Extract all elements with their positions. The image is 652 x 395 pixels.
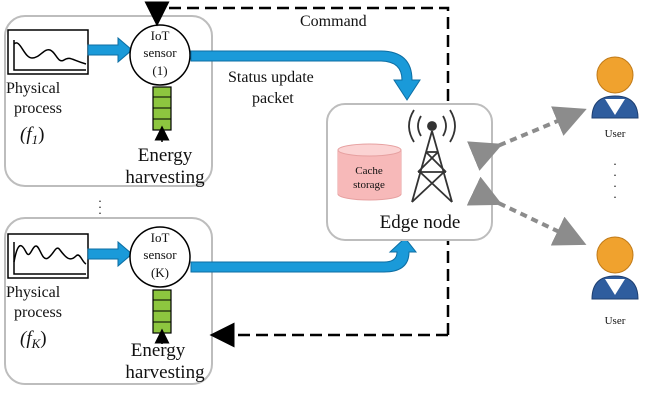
user-1-label: User <box>605 128 626 140</box>
battery-icon <box>152 289 172 334</box>
physical-process-1-label-line1: Physical <box>6 80 61 97</box>
edge-node-label: Edge node <box>380 212 461 233</box>
waveform-icon <box>7 29 89 75</box>
user-ellipsis-3: . <box>613 175 616 190</box>
iot-sensor-k-node <box>129 226 191 288</box>
process-to-sensor-1-arrow <box>87 36 133 64</box>
group-ellipsis-mid: . <box>98 196 101 211</box>
sensor-group-1-box <box>4 15 213 187</box>
status-update-label-line2: packet <box>252 90 294 107</box>
iot-sensor-k-line1: IoT <box>151 230 170 245</box>
iot-sensor-1-line3: (1) <box>152 63 167 78</box>
status-update-arrow-k <box>190 237 418 273</box>
energy-harvesting-1-line1: Energy <box>138 145 193 166</box>
iot-sensor-1-line1: IoT <box>151 28 170 43</box>
user-ellipsis-1: . <box>613 153 616 168</box>
waveform-icon <box>7 233 89 279</box>
cache-cylinder-icon <box>337 143 402 201</box>
tower-icon <box>408 109 456 203</box>
user-icon <box>591 56 639 119</box>
cache-label-line1: Cache <box>355 165 383 177</box>
group-ellipsis-top: . <box>98 190 101 205</box>
physical-process-k-label-line2: process <box>14 304 62 321</box>
user-2-label: User <box>605 315 626 327</box>
process-to-sensor-k-arrow <box>87 240 133 268</box>
user-icon <box>591 236 639 300</box>
user-ellipsis-4: . <box>613 186 616 201</box>
iot-sensor-k-line3: (K) <box>151 265 169 280</box>
fk-label: (fK) <box>20 328 47 351</box>
group-ellipsis-bot: . <box>98 202 101 217</box>
command-label: Command <box>300 13 367 30</box>
edge-node-box <box>326 103 493 241</box>
energy-harvesting-k-line2: harvesting <box>125 362 205 383</box>
iot-sensor-1-line2: sensor <box>143 45 177 60</box>
physical-process-k-label-line1: Physical <box>6 284 61 301</box>
user-ellipsis-2: . <box>613 164 616 179</box>
iot-sensor-k-line2: sensor <box>143 247 177 262</box>
battery-icon <box>152 86 172 131</box>
edge-to-user-1-link <box>467 106 587 171</box>
status-update-label-line1: Status update <box>228 69 314 86</box>
edge-to-user-2-link <box>466 176 587 246</box>
energy-harvesting-k-line1: Energy <box>131 340 186 361</box>
physical-process-1-label-line2: process <box>14 100 62 117</box>
sensor-group-k-box <box>4 217 213 385</box>
energy-harvesting-1-line2: harvesting <box>125 167 205 188</box>
status-update-arrow-1 <box>190 50 421 101</box>
f1-label: (f1) <box>20 124 44 147</box>
cache-label-line2: storage <box>353 179 385 191</box>
